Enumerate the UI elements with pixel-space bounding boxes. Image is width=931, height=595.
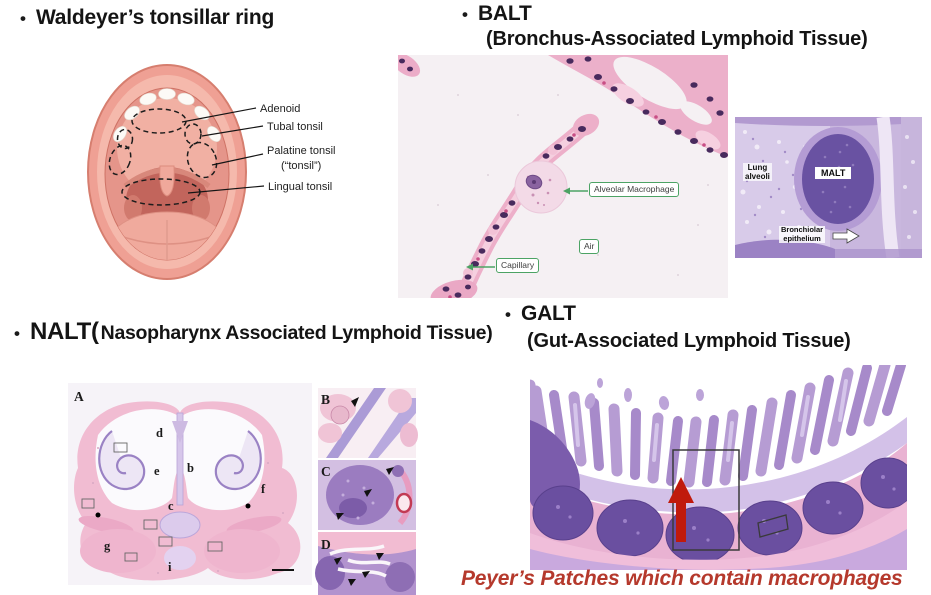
nalt-micrograph: A d e b c f g i B bbox=[68, 373, 420, 595]
alveolar-macrophage-cell bbox=[514, 160, 568, 214]
highlight-parallelogram bbox=[757, 514, 789, 538]
balt-bullet: • bbox=[462, 5, 468, 24]
palatine-tonsil-label: Palatine tonsil bbox=[267, 145, 336, 157]
malt-label: MALT bbox=[815, 167, 852, 179]
balt-micrograph: Alveolar Macrophage Air Capillary bbox=[398, 55, 728, 298]
arrowhead-capillary-icon bbox=[466, 263, 473, 271]
red-arrow-icon bbox=[668, 477, 694, 542]
white-arrow-icon bbox=[832, 228, 860, 244]
arrowhead-macrophage-icon bbox=[563, 187, 570, 195]
letter-b: b bbox=[187, 461, 194, 475]
turbinates bbox=[98, 430, 262, 491]
waldeyer-bullet: • bbox=[20, 9, 26, 28]
adenoid-label: Adenoid bbox=[260, 103, 300, 115]
mouth-diagram: Adenoid Tubal tonsil Palatine tonsil (“t… bbox=[87, 64, 336, 280]
panel-a-boxes bbox=[81, 442, 223, 562]
mouth-figure: Adenoid Tubal tonsil Palatine tonsil (“t… bbox=[75, 62, 395, 284]
balt-title: BALT bbox=[477, 2, 532, 25]
nalt-panel-a: A d e b c f g i bbox=[68, 383, 312, 585]
letter-e: e bbox=[154, 464, 160, 478]
bronchiole-lumen bbox=[876, 117, 900, 258]
uvula bbox=[159, 165, 175, 197]
nalt-panel-d: D bbox=[315, 532, 416, 595]
panel-d-arrowheads bbox=[334, 553, 384, 586]
villi-cores bbox=[573, 379, 848, 462]
panel-d-letter: D bbox=[321, 537, 331, 552]
balt-subtitle: (Bronchus-Associated Lymphoid Tissue) bbox=[486, 28, 868, 50]
right-band-speckles bbox=[903, 135, 917, 239]
nalt-panel-b: B bbox=[318, 388, 418, 458]
alveolar-wall-upper bbox=[548, 55, 728, 158]
serosa-layer bbox=[530, 529, 907, 570]
peyers-caption: Peyer’s Patches which contain macrophage… bbox=[461, 567, 903, 590]
nalt-title: NALT( bbox=[29, 318, 99, 345]
galt-title-block: • GALT (Gut-Associated Lymphoid Tissue) bbox=[505, 302, 851, 353]
lung-alveoli-label: Lung alveoli bbox=[743, 163, 772, 182]
palatine-tonsil-sublabel: (“tonsil”) bbox=[281, 160, 321, 172]
nalt-bullet: • bbox=[14, 324, 20, 343]
galt-bullet: • bbox=[505, 305, 511, 324]
nalt-micrograph-art: A d e b c f g i B bbox=[68, 383, 418, 595]
muscle-layer bbox=[530, 501, 907, 570]
nalt-panel-c: C bbox=[318, 460, 416, 530]
mouth-cavity bbox=[109, 88, 225, 260]
panel-a-letter: A bbox=[74, 389, 84, 404]
galt-micrograph-art bbox=[530, 365, 907, 570]
balt-micrograph-art bbox=[398, 55, 728, 298]
capillary-label: Capillary bbox=[496, 258, 540, 274]
tubal-tonsil-label: Tubal tonsil bbox=[267, 121, 323, 133]
galt-micrograph bbox=[530, 365, 907, 570]
callout-lines bbox=[181, 107, 265, 194]
panel-b-arrowhead-icon bbox=[351, 397, 359, 407]
letter-i: i bbox=[168, 560, 172, 574]
letter-f: f bbox=[261, 482, 266, 496]
villi-fragments bbox=[584, 378, 704, 410]
letter-c: c bbox=[168, 499, 174, 513]
malt-micrograph: Lung alveoli MALT Bronchiolar epithelium bbox=[735, 117, 922, 258]
panel-b-letter: B bbox=[321, 392, 330, 407]
malt-micrograph-art bbox=[735, 117, 922, 258]
letter-d: d bbox=[156, 426, 163, 440]
waldeyer-title: Waldeyer’s tonsillar ring bbox=[35, 6, 275, 29]
lingual-tonsil-label: Lingual tonsil bbox=[268, 181, 332, 193]
alveolar-macrophage-label: Alveolar Macrophage bbox=[589, 182, 680, 198]
tissue-fragments bbox=[398, 55, 478, 298]
panel-c-arrowheads bbox=[336, 467, 394, 520]
nalt-title-block: • NALT( Nasopharynx Associated Lymphoid … bbox=[14, 318, 493, 346]
galt-subtitle: (Gut-Associated Lymphoid Tissue) bbox=[527, 330, 851, 352]
bronchiolar-epithelium-label: Bronchiolar epithelium bbox=[779, 225, 826, 244]
panel-c-letter: C bbox=[321, 464, 331, 479]
letter-g: g bbox=[104, 539, 111, 553]
panel-a-speckles bbox=[92, 447, 284, 574]
galt-title: GALT bbox=[520, 302, 576, 325]
malt-nodule bbox=[802, 134, 874, 224]
waldeyer-title-block: • Waldeyer’s tonsillar ring bbox=[20, 6, 274, 30]
air-label: Air bbox=[579, 239, 600, 255]
nalt-title-rest: Nasopharynx Associated Lymphoid Tissue) bbox=[100, 322, 493, 344]
villi-group-2 bbox=[549, 365, 906, 487]
annotation-arrows bbox=[466, 187, 588, 271]
balt-title-block: • BALT (Bronchus-Associated Lymphoid Tis… bbox=[462, 2, 868, 51]
